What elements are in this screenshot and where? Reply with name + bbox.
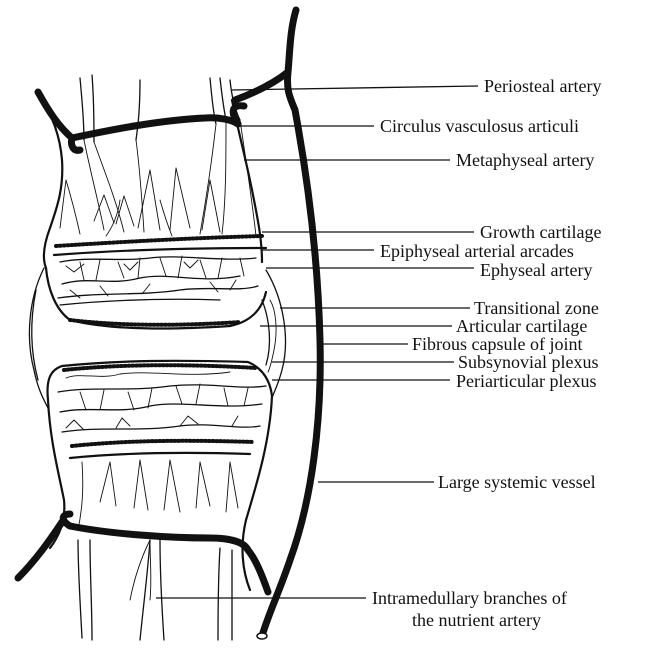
circulus-vasculosus-lower — [18, 514, 268, 592]
label-intramedullary-branches: Intramedullary branches of — [372, 588, 567, 608]
lower-shaft-vessels — [78, 540, 232, 640]
upper-epiphyseal-arcades — [58, 256, 258, 298]
label-growth-cartilage: Growth cartilage — [480, 222, 601, 242]
labels: Periosteal artery Circulus vasculosus ar… — [372, 76, 601, 630]
label-periosteal-artery: Periosteal artery — [484, 76, 601, 96]
label-nutrient-artery: the nutrient artery — [412, 610, 541, 630]
lower-epiphyseal-arcades — [58, 372, 266, 432]
label-transitional-zone: Transitional zone — [474, 298, 599, 318]
label-metaphyseal-artery: Metaphyseal artery — [456, 150, 594, 170]
label-epiphyseal-arterial-arcades: Epiphyseal arterial arcades — [380, 241, 574, 261]
label-articular-cartilage: Articular cartilage — [456, 316, 587, 336]
label-periarticular-plexus: Periarticular plexus — [456, 371, 596, 391]
label-circulus-vasculosus-articuli: Circulus vasculosus articuli — [380, 116, 579, 136]
label-large-systemic-vessel: Large systemic vessel — [438, 472, 596, 492]
label-subsynovial-plexus: Subsynovial plexus — [458, 352, 599, 372]
circulus-vasculosus-upper — [38, 92, 244, 150]
label-fibrous-capsule-of-joint: Fibrous capsule of joint — [412, 334, 582, 354]
label-ephyseal-artery: Ephyseal artery — [480, 260, 592, 280]
